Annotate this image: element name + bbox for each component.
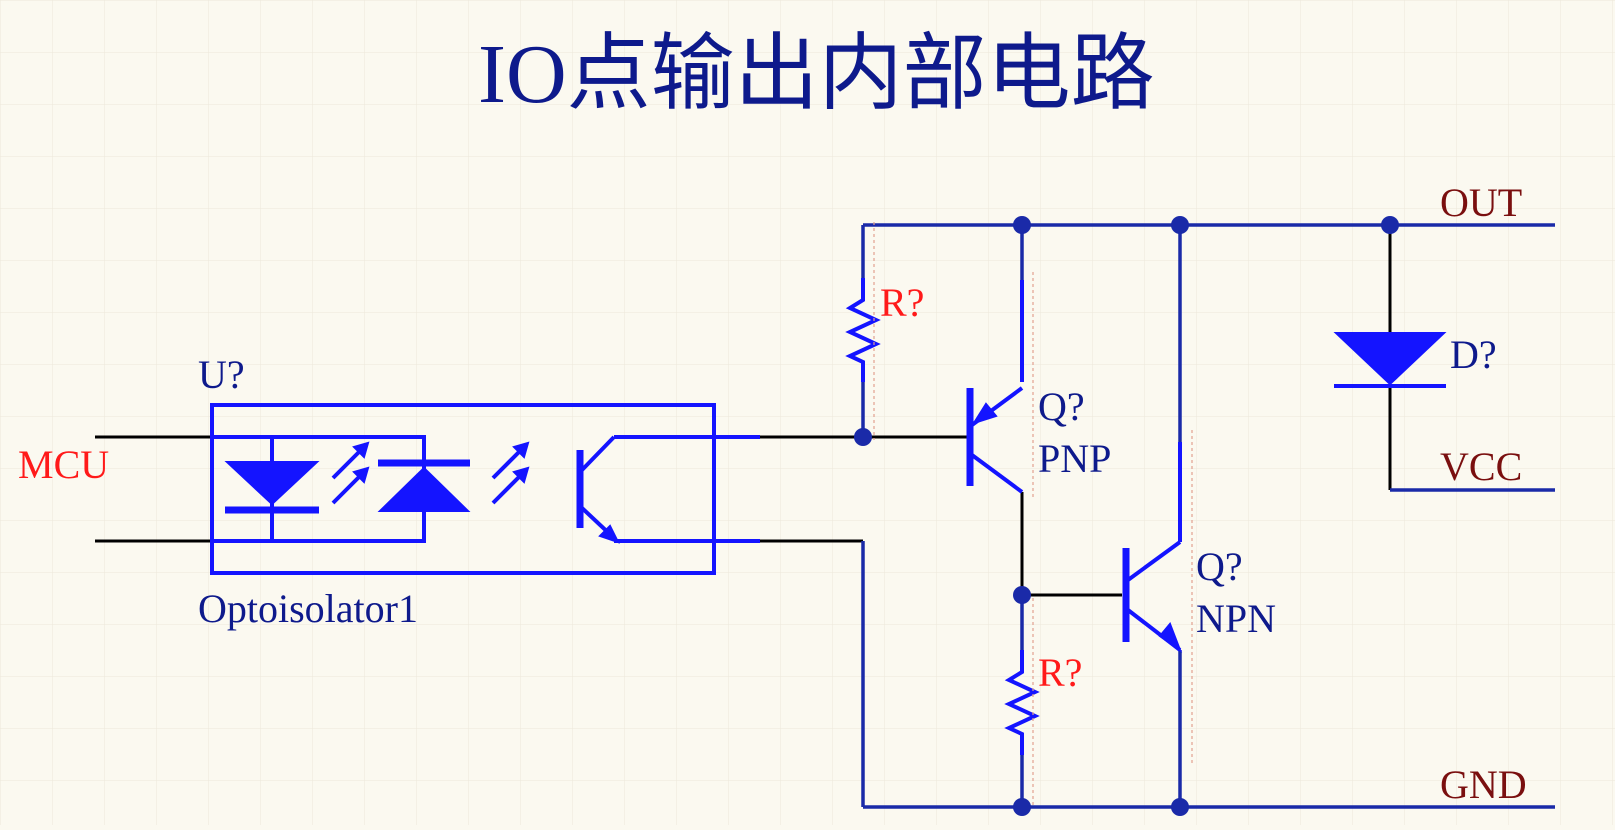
npn-type-label: NPN — [1196, 596, 1276, 641]
net-label-out: OUT — [1440, 180, 1522, 225]
npn-designator: Q? — [1196, 544, 1243, 589]
net-label-vcc: VCC — [1440, 444, 1522, 489]
resistor-bottom-designator: R? — [1038, 650, 1082, 695]
pnp-transistor[interactable] — [966, 272, 1034, 498]
diode-designator: D? — [1450, 332, 1497, 377]
mcu-input-wires — [95, 435, 212, 543]
optoisolator[interactable] — [210, 403, 760, 575]
resistor-bottom[interactable] — [1004, 598, 1040, 805]
net-label-gnd: GND — [1440, 762, 1527, 807]
page-title: IO点输出内部电路 — [478, 28, 1155, 121]
led-2-icon — [377, 466, 471, 512]
optoisolator-name: Optoisolator1 — [198, 586, 418, 631]
pnp-arrow-icon — [971, 402, 998, 425]
optoisolator-designator: U? — [198, 352, 245, 397]
mcu-label: MCU — [18, 442, 109, 487]
light-arrows-right-icon — [491, 441, 530, 505]
optoisolator-body — [210, 403, 716, 575]
junction-dots — [854, 216, 1399, 816]
diode[interactable] — [1333, 332, 1447, 388]
phototransistor-icon — [576, 435, 760, 544]
npn-transistor[interactable] — [1122, 430, 1193, 765]
pnp-type-label: PNP — [1038, 436, 1111, 481]
light-arrows-left-icon — [331, 441, 370, 505]
resistor-top[interactable] — [845, 222, 881, 440]
diode-icon — [1333, 332, 1447, 386]
led-1-icon — [224, 461, 320, 506]
resistor-top-designator: R? — [880, 280, 924, 325]
npn-arrow-icon — [1158, 622, 1183, 653]
pnp-designator: Q? — [1038, 384, 1085, 429]
